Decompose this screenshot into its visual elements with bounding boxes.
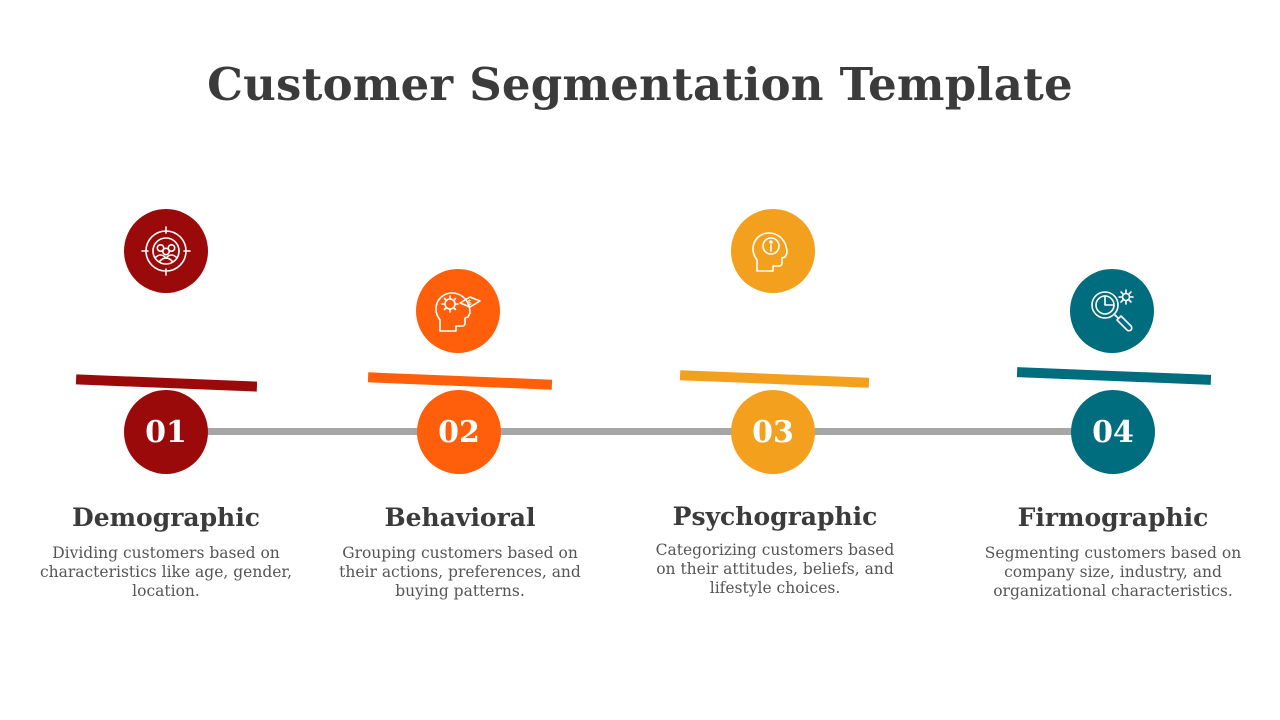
step-4-description: Segmenting customers based on company si…: [984, 544, 1242, 600]
head-info-icon: [752, 232, 788, 272]
step-3-number: 03: [731, 390, 815, 474]
step-1-icon-circle: [124, 209, 208, 293]
timeline-connector: [166, 428, 1113, 435]
step-4-number: 04: [1071, 390, 1155, 474]
page-title: Customer Segmentation Template: [207, 58, 1073, 111]
step-3-accent-bar: [679, 370, 870, 388]
step-2-accent-bar: [367, 372, 553, 390]
svg-text:$: $: [467, 298, 472, 307]
head-gear-dollar-icon: $: [435, 292, 481, 332]
target-users-icon: [141, 226, 191, 276]
step-1-description: Dividing customers based on characterist…: [39, 544, 293, 600]
step-4-icon-circle: [1070, 269, 1154, 353]
magnifier-chart-gear-icon: [1091, 289, 1134, 332]
step-1-heading: Demographic: [72, 503, 260, 532]
step-3-heading: Psychographic: [672, 502, 878, 531]
step-4-accent-bar: [1016, 367, 1212, 385]
step-2-icon-circle: $: [416, 269, 500, 353]
step-3-description: Categorizing customers based on their at…: [655, 541, 895, 597]
step-1-number: 01: [124, 390, 208, 474]
step-2-heading: Behavioral: [384, 503, 536, 532]
step-3-icon-circle: [731, 209, 815, 293]
step-2-description: Grouping customers based on their action…: [339, 544, 581, 600]
step-2-number: 02: [417, 390, 501, 474]
step-4-heading: Firmographic: [1017, 503, 1209, 532]
